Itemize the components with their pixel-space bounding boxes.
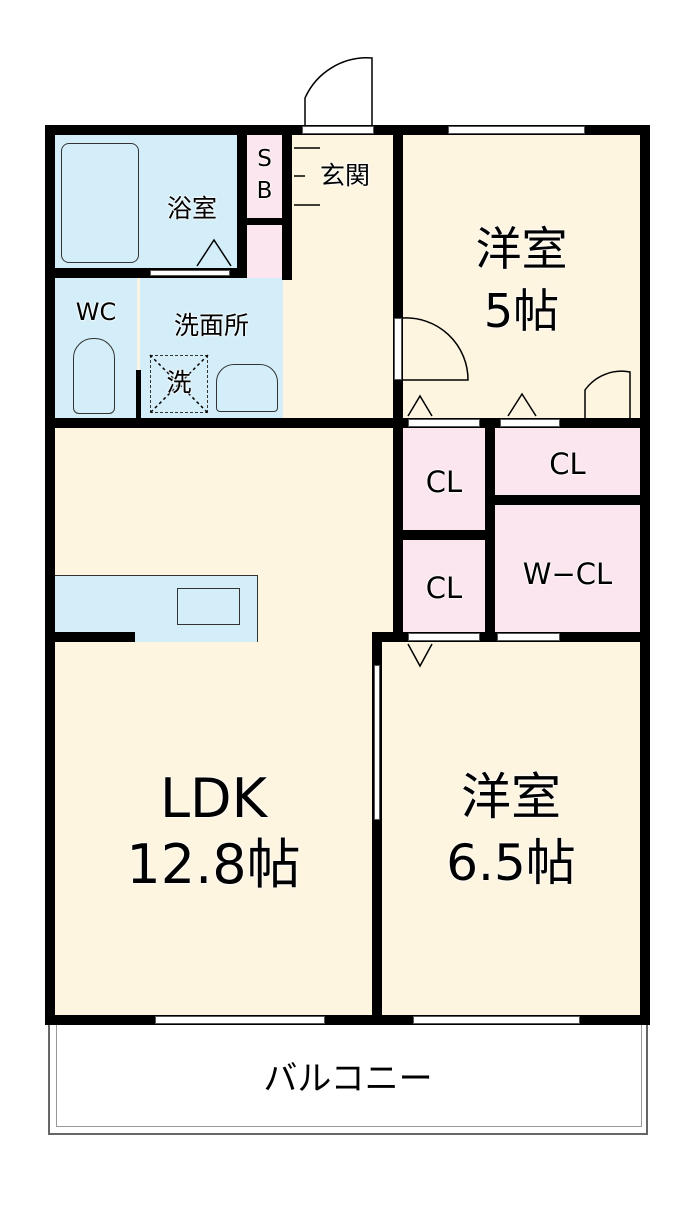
door-swing — [584, 370, 631, 418]
wall-left — [45, 125, 55, 1025]
walk-in-closet-label: W−CL — [522, 557, 613, 591]
door-marker — [407, 394, 433, 417]
door-marker — [407, 643, 433, 668]
door-opening — [150, 270, 230, 276]
door-opening — [497, 633, 560, 641]
wc-label: WC — [75, 298, 117, 326]
wall — [247, 218, 282, 225]
wall — [393, 125, 403, 642]
washer-pan — [150, 355, 208, 413]
bathtub — [61, 143, 139, 263]
balcony-label: バルコニー — [263, 1059, 433, 1099]
closet-3 — [403, 540, 485, 632]
wall — [485, 418, 495, 642]
ldk-label-2: 12.8帖 — [126, 833, 301, 896]
door-marker — [507, 392, 537, 417]
sb-label-b: B — [256, 178, 273, 204]
sliding-door — [374, 665, 380, 820]
washer-cross — [149, 354, 209, 414]
door-opening — [408, 633, 480, 641]
washer-label: 洗 — [166, 368, 192, 397]
storage-small — [247, 225, 282, 278]
door-opening — [500, 419, 560, 427]
wall — [403, 530, 485, 540]
western-6-5-label-2: 6.5帖 — [446, 834, 576, 892]
wall-right — [640, 125, 650, 1025]
balcony — [48, 1022, 648, 1135]
door-swing — [401, 317, 469, 381]
closet-3-label: CL — [425, 571, 463, 605]
western-6-5-label-1: 洋室 — [461, 768, 561, 826]
toilet-icon — [73, 338, 115, 414]
door-opening — [408, 419, 480, 427]
kitchen-counter — [55, 575, 258, 642]
wall — [282, 135, 292, 280]
wall — [237, 135, 247, 278]
bathroom — [147, 135, 237, 270]
wall — [372, 632, 382, 1022]
washbasin-icon — [216, 364, 278, 412]
washroom — [140, 278, 283, 418]
wall — [136, 370, 141, 418]
wall — [55, 632, 135, 642]
bathtub-area — [55, 135, 147, 270]
shoe-box — [247, 135, 282, 218]
door-marker — [196, 238, 232, 267]
western-5-label-2: 5帖 — [483, 284, 560, 338]
entrance-door-swing — [304, 57, 373, 126]
door-opening — [394, 318, 402, 380]
wall-bottom — [45, 1015, 650, 1025]
closet-2 — [495, 428, 640, 495]
closet-1 — [403, 428, 485, 530]
walk-in-closet — [495, 505, 640, 632]
window — [155, 1016, 325, 1024]
entrance-door-opening — [302, 126, 374, 134]
wall — [495, 495, 640, 505]
ldk-label-1: LDK — [159, 767, 268, 830]
closet-2-label: CL — [549, 447, 586, 481]
window — [448, 126, 585, 134]
washroom-label: 洗面所 — [173, 311, 249, 340]
bath-label: 浴室 — [166, 194, 217, 223]
kitchen-sink — [177, 588, 240, 625]
shoe-box-door — [294, 147, 320, 206]
sb-label-s: S — [257, 146, 272, 172]
entrance-label: 玄関 — [319, 161, 370, 190]
closet-1-label: CL — [425, 465, 463, 499]
western-5-label-1: 洋室 — [475, 222, 568, 276]
wall — [45, 418, 650, 428]
window — [413, 1016, 580, 1024]
